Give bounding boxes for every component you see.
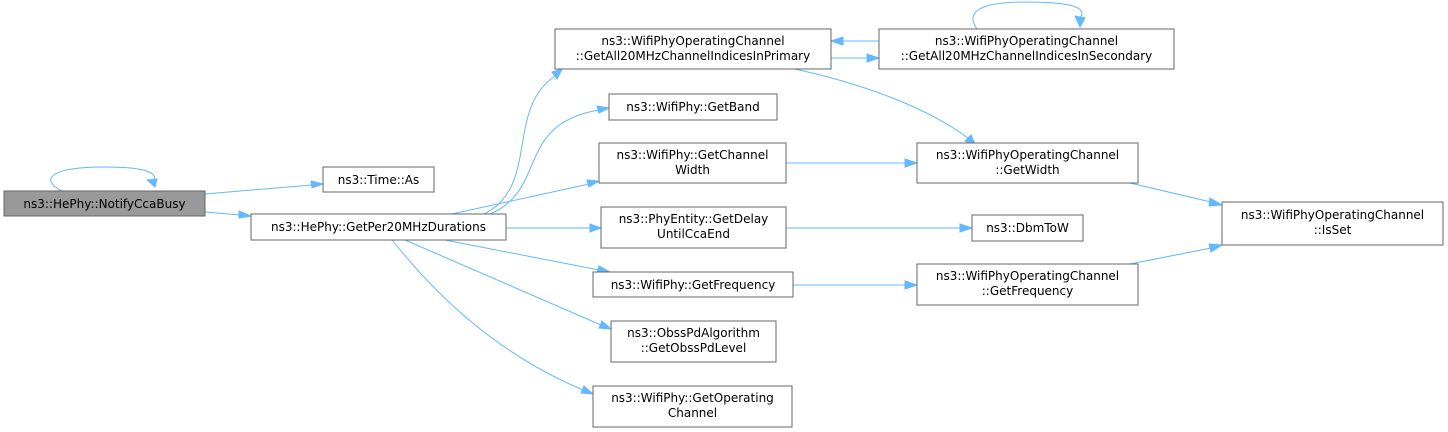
node-getoperatingchannel[interactable]: ns3::WifiPhy::GetOperating Channel <box>592 385 793 428</box>
node-getper20mhzdurations[interactable]: ns3::HePhy::GetPer20MHzDurations <box>250 213 507 241</box>
node-label: ns3::ObssPdAlgorithm <box>627 326 760 340</box>
node-label: ::GetAll20MHzChannelIndicesInSecondary <box>901 49 1153 63</box>
edge-getper20-getoperating <box>391 239 595 395</box>
edge-opch-getfrequency-isset <box>1129 243 1224 265</box>
node-label: ns3::PhyEntity::GetDelay <box>619 212 769 226</box>
node-opch-isset[interactable]: ns3::WifiPhyOperatingChannel ::IsSet <box>1221 201 1444 246</box>
node-label: ns3::WifiPhy::GetChannel <box>617 148 769 162</box>
node-getdelayuntilccaend[interactable]: ns3::PhyEntity::GetDelay UntilCcaEnd <box>600 206 787 249</box>
edge-getfrequency-opch-getfrequency <box>793 280 919 290</box>
edge-getper20-getall20primary <box>483 68 563 215</box>
node-label: Channel <box>668 406 717 420</box>
node-label: ns3::DbmToW <box>986 221 1069 235</box>
node-label: ns3::WifiPhyOperatingChannel <box>936 269 1119 283</box>
edge-getall20primary-opch-getwidth <box>789 67 978 148</box>
edge-getper20-getband <box>489 105 611 215</box>
edge-opch-getwidth-isset <box>1129 182 1224 207</box>
node-label: ns3::WifiPhyOperatingChannel <box>936 148 1119 162</box>
node-label: ns3::WifiPhyOperatingChannel <box>1241 208 1424 222</box>
edge-getall20secondary-getall20primary <box>829 36 879 46</box>
edge-getdelay-dbmtow <box>786 223 974 233</box>
edge-getall20primary-getall20secondary <box>831 53 881 63</box>
node-time-as[interactable]: ns3::Time::As <box>322 166 435 193</box>
node-label: ns3::WifiPhyOperatingChannel <box>935 34 1118 48</box>
node-notifyccabusy[interactable]: ns3::HePhy::NotifyCcaBusy <box>3 190 206 217</box>
node-dbmtow[interactable]: ns3::DbmToW <box>971 214 1084 242</box>
edge-getchannelwidth-opch-getwidth <box>786 158 919 168</box>
edge-getall20secondary-self <box>972 1 1086 30</box>
node-label: ns3::Time::As <box>338 173 420 187</box>
edge-getper20-obsspd <box>404 239 613 330</box>
node-label: ::GetWidth <box>995 163 1059 177</box>
node-label: ns3::WifiPhy::GetOperating <box>611 391 774 405</box>
node-label: ns3::WifiPhyOperatingChannel <box>601 34 784 48</box>
node-label: Width <box>675 163 710 177</box>
edge-notifyccabusy-self <box>50 166 158 192</box>
node-label: ns3::HePhy::GetPer20MHzDurations <box>271 220 486 234</box>
node-label: ns3::HePhy::NotifyCcaBusy <box>23 197 185 211</box>
node-opch-getfrequency[interactable]: ns3::WifiPhyOperatingChannel ::GetFreque… <box>916 263 1139 306</box>
node-label: ::GetObssPdLevel <box>641 341 747 355</box>
node-label: UntilCcaEnd <box>657 227 730 241</box>
node-getfrequency[interactable]: ns3::WifiPhy::GetFrequency <box>592 271 794 298</box>
edge-getper20-getfrequency <box>444 239 612 274</box>
node-opch-getwidth[interactable]: ns3::WifiPhyOperatingChannel ::GetWidth <box>916 142 1139 184</box>
node-label: ::GetFrequency <box>982 284 1073 298</box>
node-getobsspdlevel[interactable]: ns3::ObssPdAlgorithm ::GetObssPdLevel <box>610 320 777 363</box>
node-getchannelwidth[interactable]: ns3::WifiPhy::GetChannel Width <box>598 142 787 184</box>
edge-notifyccabusy-getper20 <box>204 210 253 219</box>
node-getall20mhz-primary[interactable]: ns3::WifiPhyOperatingChannel ::GetAll20M… <box>554 28 832 70</box>
edge-getper20-getchannelwidth <box>451 179 601 215</box>
edge-notifyccabusy-time-as <box>204 180 325 195</box>
node-getall20mhz-secondary[interactable]: ns3::WifiPhyOperatingChannel ::GetAll20M… <box>878 28 1175 70</box>
edge-getper20-getdelay <box>506 223 603 233</box>
node-label: ns3::WifiPhy::GetBand <box>626 100 759 114</box>
node-label: ::GetAll20MHzChannelIndicesInPrimary <box>576 49 810 63</box>
node-getband[interactable]: ns3::WifiPhy::GetBand <box>608 93 778 121</box>
node-label: ns3::WifiPhy::GetFrequency <box>611 278 776 292</box>
node-label: ::IsSet <box>1314 223 1352 237</box>
